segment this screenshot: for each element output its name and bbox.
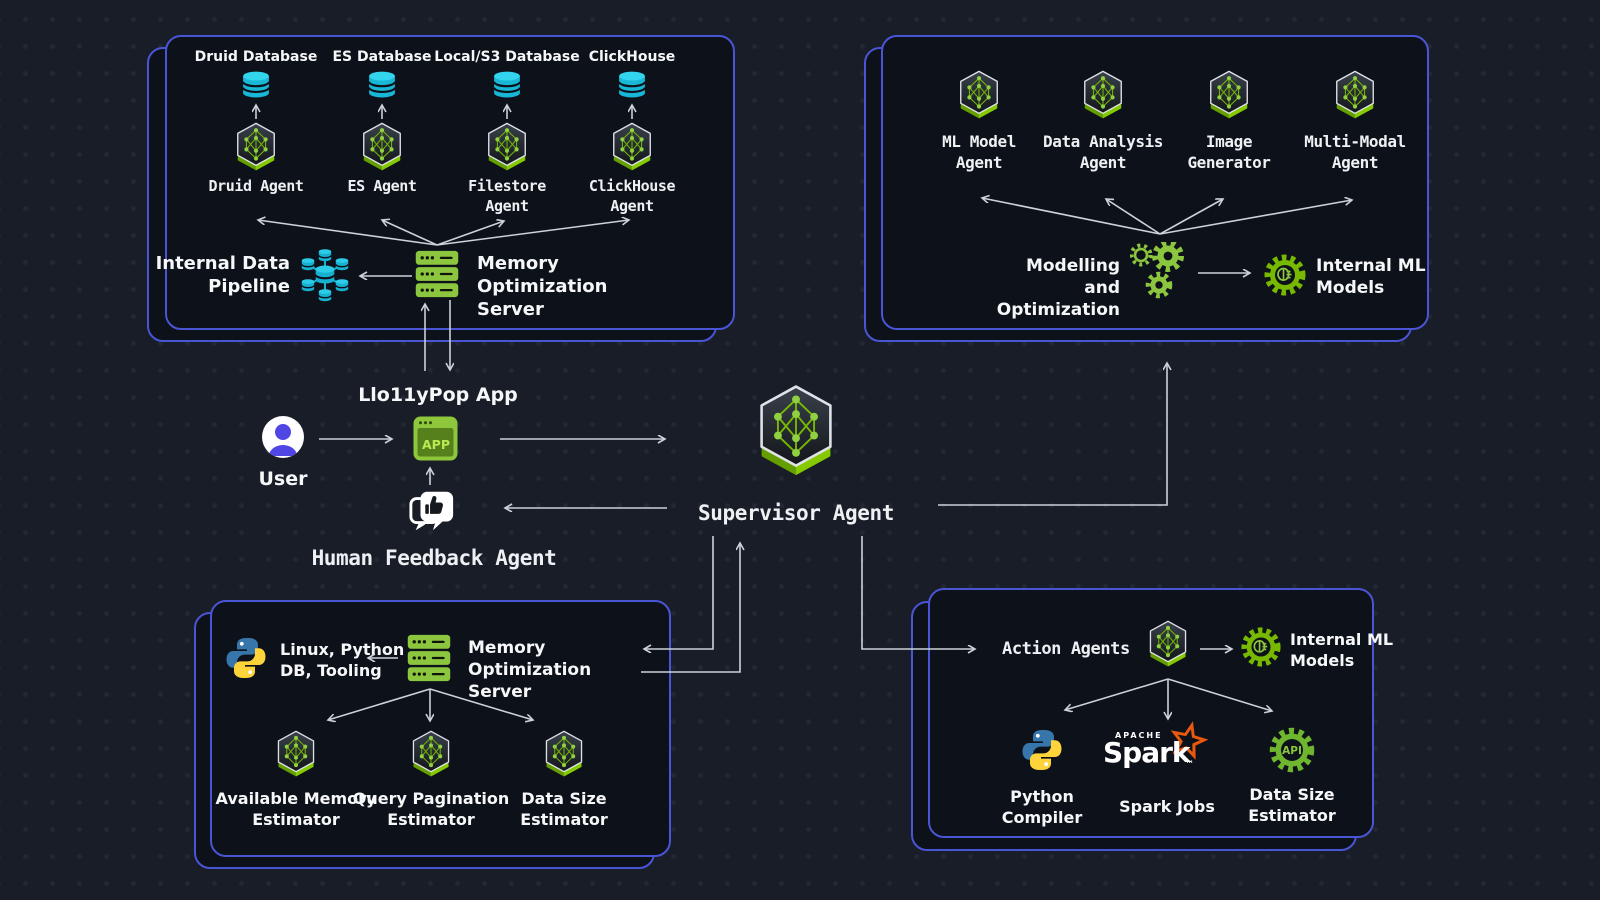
agent-icon bbox=[359, 122, 405, 174]
database-icon bbox=[616, 70, 648, 100]
memory-optimization-server-icon bbox=[414, 250, 460, 298]
agent-icon bbox=[609, 122, 655, 174]
db-title: Druid Database bbox=[194, 49, 318, 65]
spark-star-icon bbox=[1170, 721, 1209, 760]
llollypop-app-icon: APP bbox=[413, 416, 458, 461]
action-agents-label: Action Agents bbox=[1002, 639, 1130, 659]
python-icon bbox=[224, 636, 268, 680]
user-label: User bbox=[258, 468, 308, 490]
agent-icon bbox=[273, 730, 319, 780]
agent-icon bbox=[956, 70, 1002, 122]
spark-tm: ™ bbox=[1185, 760, 1194, 770]
agent-label: Druid Agent bbox=[208, 177, 304, 195]
agent-icon bbox=[484, 122, 530, 174]
agent-label: ES Agent bbox=[347, 177, 417, 195]
agent-icon bbox=[1080, 70, 1126, 122]
bottom-right-panel bbox=[928, 588, 1374, 838]
spark-logo: APACHE Spark ™ bbox=[1103, 721, 1213, 780]
tool-label: Spark Jobs bbox=[1119, 797, 1215, 816]
spark-apache-text: APACHE bbox=[1115, 731, 1163, 740]
agent-icon bbox=[1146, 620, 1190, 670]
db-title: Local/S3 Database bbox=[434, 49, 580, 65]
supervisor-agent-icon bbox=[753, 383, 839, 483]
api-label: API bbox=[1282, 745, 1302, 757]
user-icon bbox=[262, 416, 304, 458]
spark-word-text: Spark bbox=[1103, 736, 1191, 769]
database-icon bbox=[366, 70, 398, 100]
agent-icon bbox=[408, 730, 454, 780]
internal-ml-models-icon bbox=[1240, 626, 1282, 668]
internal-ml-models-icon bbox=[1263, 253, 1307, 297]
gears-icon bbox=[1130, 242, 1184, 299]
memory-optimization-server-icon bbox=[406, 634, 452, 682]
human-feedback-agent-label: Human Feedback Agent bbox=[311, 546, 557, 570]
data-pipeline-icon bbox=[301, 249, 349, 302]
app-title: Llo11yPop App bbox=[358, 384, 518, 406]
human-feedback-icon bbox=[409, 491, 454, 531]
agent-icon bbox=[1206, 70, 1252, 122]
python-icon bbox=[1020, 728, 1064, 772]
arrow-supervisor-to-top-right-panel bbox=[938, 363, 1167, 506]
database-icon bbox=[491, 70, 523, 100]
db-title: ClickHouse bbox=[588, 49, 676, 65]
agent-icon bbox=[1332, 70, 1378, 122]
db-title: ES Database bbox=[332, 49, 432, 65]
database-icon bbox=[240, 70, 272, 100]
agent-icon bbox=[233, 122, 279, 174]
app-badge: APP bbox=[422, 437, 450, 452]
supervisor-agent-label: Supervisor Agent bbox=[698, 501, 894, 525]
agent-icon bbox=[541, 730, 587, 780]
api-gear-icon: API bbox=[1269, 727, 1315, 773]
